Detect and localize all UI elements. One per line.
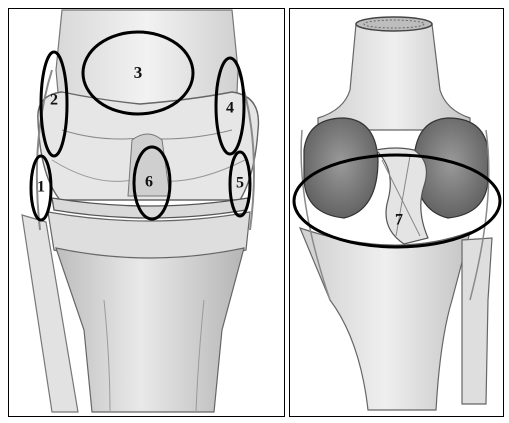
region-4-label: 4 [226,100,234,117]
posterior-medial-condyle [304,118,378,218]
femur-cut-surface [356,17,432,31]
region-7-label: 7 [395,212,403,229]
region-2-label: 2 [50,92,58,109]
region-6-label: 6 [145,174,153,191]
region-3-label: 3 [134,63,143,82]
region-5-label: 5 [236,175,244,192]
region-1-label: 1 [37,179,45,196]
